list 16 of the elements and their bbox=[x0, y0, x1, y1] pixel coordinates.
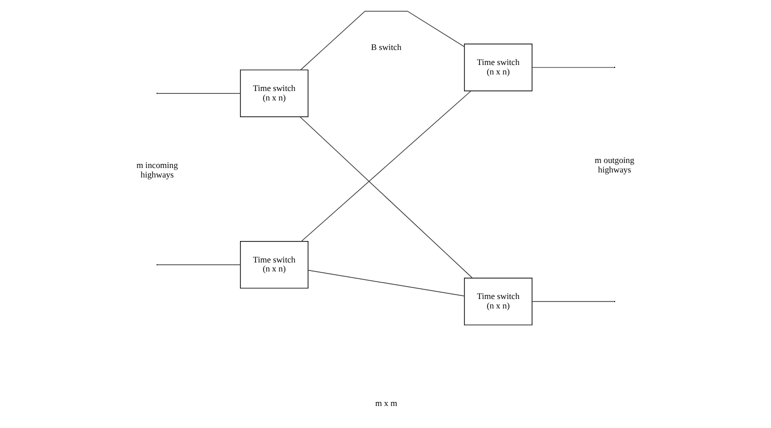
connector bbox=[300, 90, 472, 242]
connector bbox=[532, 67, 614, 68]
node-box: Time switch (n x n) bbox=[240, 70, 308, 118]
connector bbox=[300, 116, 473, 278]
label: B switch bbox=[371, 42, 402, 52]
label: m outgoing highways bbox=[594, 154, 634, 174]
connector bbox=[158, 264, 241, 266]
connector bbox=[532, 301, 614, 302]
node-box: Time switch (n x n) bbox=[464, 278, 532, 326]
label: m incoming highways bbox=[136, 160, 178, 180]
connector bbox=[308, 270, 465, 296]
node-box: Time switch (n x n) bbox=[464, 44, 532, 92]
connector bbox=[300, 10, 465, 70]
node-box: Time switch (n x n) bbox=[240, 241, 308, 289]
label: m x m bbox=[375, 398, 398, 408]
connector bbox=[158, 93, 241, 94]
